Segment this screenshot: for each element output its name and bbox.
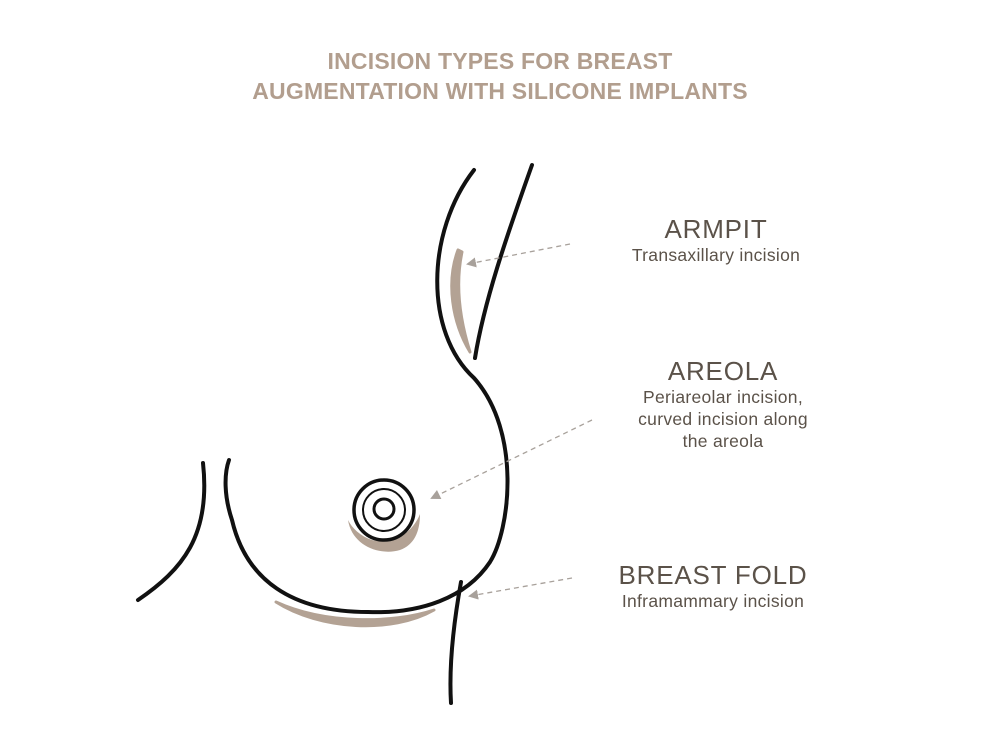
breast-fold-label: BREAST FOLD Inframammary incision [588,560,838,612]
diagram-title: INCISION TYPES FOR BREAST AUGMENTATION W… [0,46,1000,106]
areola-description-line-1: Periareolar incision, [643,387,803,407]
body-side-contour [223,168,510,615]
areola-heading: AREOLA [667,356,779,386]
armpit-incision-mark [450,248,472,354]
areola-arrow [430,419,593,499]
areola-label: AREOLA Periareolar incision, curved inci… [598,356,848,452]
areola-description-line-2: curved incision along [638,409,808,429]
other-breast-contour [136,461,207,602]
nipple-circle [372,497,396,521]
armpit-description: Transaxillary incision [631,245,801,265]
fold-incision-mark [274,600,436,628]
areola-circle [352,478,416,542]
fold-arrow [468,577,573,600]
areola-inner-ring [362,488,406,532]
title-line-1: INCISION TYPES FOR BREAST [327,48,673,74]
breast-fold-description: Inframammary incision [621,591,805,611]
areola-description-line-3: the areola [682,431,764,451]
armpit-label: ARMPIT Transaxillary incision [596,214,836,266]
lower-torso-contour [448,580,463,705]
armpit-heading: ARMPIT [664,214,768,244]
areola-incision-mark [348,514,420,552]
breast-fold-heading: BREAST FOLD [618,560,808,590]
arm-contour [473,163,534,360]
title-line-2: AUGMENTATION WITH SILICONE IMPLANTS [252,78,748,104]
armpit-arrow [466,243,571,268]
